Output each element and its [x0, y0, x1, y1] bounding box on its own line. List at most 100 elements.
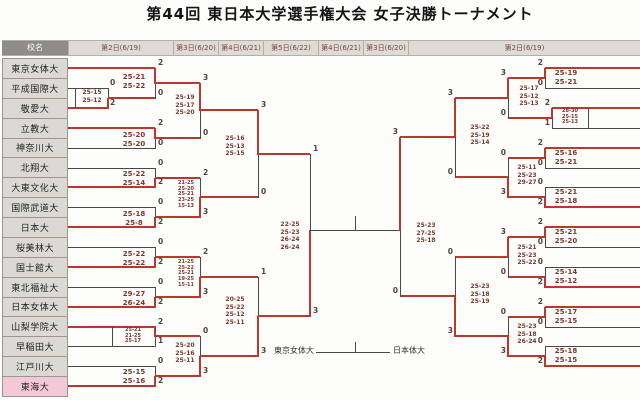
bracket-line: [454, 257, 456, 297]
winner-path-line: [68, 266, 155, 268]
set-score: 25-21: [554, 157, 578, 166]
match-r4-result-bottom: 0: [537, 158, 543, 167]
bracket-line: [111, 327, 113, 347]
set-score: 25-23: [517, 323, 537, 330]
set-score: 26-24: [280, 236, 300, 243]
set-score: 25-21: [178, 270, 194, 277]
winner-path-line: [68, 67, 155, 69]
bracket-line: [199, 178, 201, 198]
match-l14-result-top: 0: [203, 326, 209, 335]
set-score: 25-20: [175, 342, 195, 349]
set-score: 25-11: [225, 318, 245, 326]
set-score: 25-20: [122, 139, 146, 148]
set-score: 25-8: [125, 218, 143, 227]
winner-path-line: [544, 277, 546, 288]
set-score: 25-12: [519, 92, 539, 100]
bracket-line: [545, 87, 640, 89]
bracket-line: [544, 187, 546, 198]
match-r3-result-top: 3: [500, 68, 506, 77]
school-name-7: 国際武道大: [2, 197, 68, 218]
bracket-line: [545, 326, 640, 328]
match-l13-result-top: 0: [158, 356, 164, 365]
bracket-line: [154, 83, 156, 99]
bracket-line: [68, 345, 112, 347]
match-l9-result-top: 0: [158, 237, 164, 246]
header-name-col: 校名: [2, 41, 68, 55]
winner-path-line: [508, 355, 545, 357]
set-score: 23-25: [178, 197, 194, 204]
winner-path-line: [200, 196, 258, 198]
winner-path-line: [257, 316, 259, 357]
winner-path-line: [544, 68, 546, 79]
winner-path-line: [455, 176, 508, 178]
bracket-line: [154, 168, 156, 179]
match-l1-result-bottom: 2: [110, 98, 116, 107]
school-name-1: 平成国際大: [2, 77, 68, 99]
winner-path-line: [200, 276, 258, 278]
school-name-16: 東海大: [2, 376, 68, 397]
winner-path-line: [545, 365, 640, 367]
match-l12-result-bottom: 1: [158, 336, 164, 345]
winner-path-line: [155, 296, 200, 298]
match-l3-result-bottom: 0: [158, 138, 164, 147]
winner-path-line: [455, 335, 508, 337]
bracket-line: [544, 317, 546, 328]
school-name-8: 日本大: [2, 217, 68, 238]
set-score: 15-11: [178, 281, 194, 288]
bracket-line: [354, 342, 356, 353]
match-r15-result-top: 3: [392, 127, 398, 136]
page-title: 第44回 東日本大学選手権大会 女子決勝トーナメント: [146, 5, 534, 23]
bracket-line: [551, 118, 553, 129]
bracket-line: [107, 88, 109, 98]
winner-path-line: [75, 107, 109, 109]
winner-path-line: [400, 136, 455, 138]
set-score: 25-23: [416, 222, 436, 229]
match-l8-result-bottom: 0: [261, 187, 267, 196]
match-l11-result-top: 2: [203, 247, 209, 256]
winner-path-line: [199, 83, 201, 111]
match-l13-result-bottom: 2: [158, 376, 164, 385]
bracket-line: [316, 351, 390, 353]
set-score: 26-24: [122, 298, 146, 307]
school-name-3: 立教大: [2, 117, 68, 139]
winner-path-line: [155, 137, 200, 139]
set-score: 21-25: [125, 332, 141, 339]
school-name-0: 東京女体大: [2, 58, 68, 79]
school-name-5: 北翔大: [2, 157, 68, 179]
header-day-3: 第4日(6/21): [218, 41, 263, 55]
winner-path-line: [68, 107, 76, 109]
winner-path-line: [508, 157, 545, 159]
match-r1-result-bottom: 0: [537, 78, 543, 87]
school-name-13: 山梨学院大: [2, 316, 68, 338]
match-l3-result-top: 2: [158, 118, 164, 127]
set-score: 29-27: [122, 290, 146, 298]
set-score: 25-16: [225, 135, 245, 142]
match-r2-result-bottom: 1: [544, 118, 550, 127]
set-score: 25-15: [562, 113, 578, 120]
winner-path-line: [155, 177, 200, 179]
match-r5-result-top: 0: [537, 177, 543, 186]
winner-path-line: [507, 177, 509, 198]
winner-path-line: [544, 356, 546, 367]
set-score: 25-16: [122, 376, 146, 385]
school-name-11: 東北福祉大: [2, 276, 68, 298]
set-score: 21-25: [178, 259, 194, 265]
bracket-line: [544, 237, 546, 248]
match-r12-result-top: 0: [537, 336, 543, 345]
winner-path-line: [112, 326, 156, 328]
winner-path-line: [68, 186, 155, 188]
match-l6-result-bottom: 2: [158, 217, 164, 226]
third-place-left-team: 東京女体大: [274, 346, 314, 355]
set-score: 25-12: [554, 276, 578, 285]
set-score: 25-21: [554, 188, 578, 196]
match-r11-result-top: 2: [537, 297, 543, 306]
bracket-line: [507, 257, 509, 278]
header-day-4: 第5日(6/22): [263, 41, 318, 55]
school-name-2: 敬愛大: [2, 97, 68, 119]
winner-path-line: [455, 97, 508, 99]
bracket-line: [309, 154, 311, 231]
bracket-line: [154, 287, 156, 298]
